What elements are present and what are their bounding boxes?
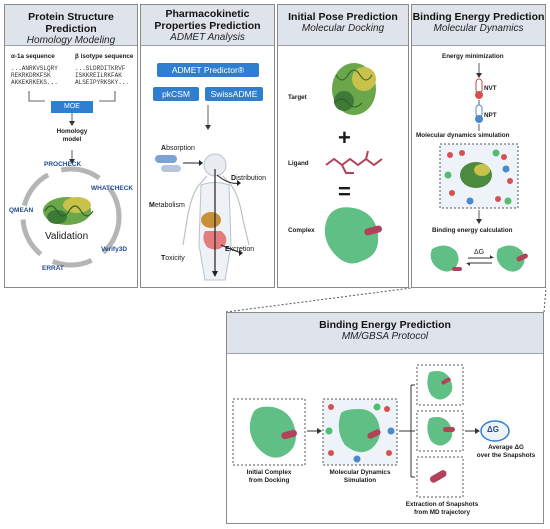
extraction-label: Extraction of Snapshots from MD trajecto… <box>405 501 479 516</box>
initial-complex-icon <box>249 406 297 458</box>
equals-sign: = <box>338 179 351 204</box>
validation-label: Validation <box>45 231 89 242</box>
average-dg-label: Average ΔG over the Snapshots <box>476 444 536 459</box>
panel-title: Protein Structure Prediction <box>28 11 114 35</box>
toxicity-label: Toxicity <box>161 255 185 262</box>
errat-label: ERRAT <box>42 265 64 272</box>
md-simulation-label: Molecular Dynamics Simulation <box>329 469 391 484</box>
panel-admet: Pharmacokinetic Properties Prediction AD… <box>140 4 275 288</box>
pressure-gauge-icon <box>475 104 483 123</box>
solvated-complex-icon <box>444 149 513 205</box>
panel-mmgbsa: Binding Energy Prediction MM/GBSA Protoc… <box>226 312 544 524</box>
swissadme-tool: SwissADME <box>205 87 263 101</box>
beta-sequence: ...SLDRDITKRVF ISKKREILRKFAK ALSEIPYRKSK… <box>75 65 130 86</box>
snapshot-icon <box>427 417 455 446</box>
panel-title: Initial Pose Prediction <box>288 11 398 23</box>
admet-predictor-tool: ADMET Predictor® <box>157 63 259 77</box>
homology-graphics <box>20 91 122 268</box>
snapshot-icon <box>429 470 447 483</box>
unbound-state-icon <box>430 245 462 272</box>
binding-energy-calc-label: Binding energy calculation <box>432 227 513 234</box>
panel-title: Binding Energy Prediction <box>412 11 545 23</box>
target-protein-icon <box>332 63 376 115</box>
delta-g-label: ΔG <box>474 249 485 256</box>
snapshot-icon <box>427 371 453 400</box>
verify3d-label: Verify3D <box>101 246 128 253</box>
distribution-label: Distribution <box>231 175 267 182</box>
panel-header: Binding Energy Prediction MM/GBSA Protoc… <box>227 313 543 354</box>
complex-label: Complex <box>288 227 315 234</box>
panel-header: Initial Pose Prediction Molecular Dockin… <box>278 5 408 46</box>
bound-state-icon <box>496 245 528 272</box>
md-graphics <box>430 63 528 272</box>
pill-icon <box>155 155 203 172</box>
qmean-label: QMEAN <box>9 207 34 214</box>
admet-graphics <box>155 105 250 281</box>
homology-model-label: Homology model <box>56 128 88 143</box>
pkcsm-tool: pkCSM <box>153 87 199 101</box>
panel-docking: Initial Pose Prediction Molecular Dockin… <box>277 4 409 288</box>
thermometer-icon <box>475 78 483 99</box>
panel-header: Pharmacokinetic Properties Prediction AD… <box>141 5 274 46</box>
initial-complex-label: Initial Complex from Docking <box>246 469 292 484</box>
complex-icon <box>324 207 382 264</box>
panel-md: Binding Energy Prediction Molecular Dyna… <box>411 4 546 288</box>
absorption-label: Absorption <box>161 145 195 152</box>
md-simulation-box-icon <box>325 403 395 463</box>
whatcheck-label: WHATCHECK <box>91 185 134 192</box>
procheck-label: PROCHECK <box>44 161 82 168</box>
panel-homology: Protein Structure Prediction Homology Mo… <box>4 4 138 288</box>
alpha-label: α-1a sequence <box>11 53 55 60</box>
excretion-label: Excretion <box>225 246 255 253</box>
nvt-label: NVT <box>484 85 497 92</box>
delta-g-label: ΔG <box>487 425 499 434</box>
panel-subtitle: Molecular Dynamics <box>433 23 524 34</box>
metabolism-label: Metabolism <box>149 202 185 209</box>
mmgbsa-graphics <box>232 364 510 498</box>
ligand-label: Ligand <box>288 160 309 167</box>
human-body-icon <box>182 153 250 281</box>
npt-label: NPT <box>484 112 497 119</box>
ligand-molecule-icon <box>325 150 383 174</box>
moe-tool: MOE <box>51 101 93 113</box>
energy-min-label: Energy minimization <box>442 53 504 60</box>
target-label: Target <box>288 94 307 101</box>
panel-title: Pharmacokinetic Properties Prediction <box>154 8 261 32</box>
beta-label: β isotype sequence <box>75 53 134 60</box>
docking-graphics <box>324 63 383 264</box>
protein-structure-icon <box>43 197 94 225</box>
panel-title: Binding Energy Prediction <box>319 319 451 331</box>
panel-subtitle: Homology Modeling <box>26 35 116 46</box>
alpha-sequence: ...ANRKVSLQRY REKRKDRKFSK AKKEKRKEKS... <box>11 65 58 86</box>
panel-header: Binding Energy Prediction Molecular Dyna… <box>412 5 545 46</box>
md-simulation-label: Molecular dynamics simulation <box>416 132 510 139</box>
panel-header: Protein Structure Prediction Homology Mo… <box>5 5 137 46</box>
panel-subtitle: MM/GBSA Protocol <box>341 331 429 342</box>
panel-subtitle: Molecular Docking <box>301 23 385 34</box>
plus-sign: + <box>338 125 351 150</box>
panel-subtitle: ADMET Analysis <box>170 32 245 43</box>
